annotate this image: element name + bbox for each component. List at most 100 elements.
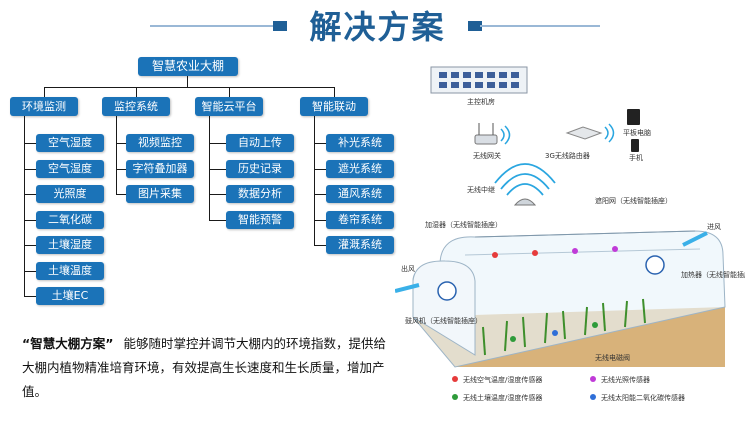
page-title: 解决方案 — [309, 8, 446, 46]
leaf-box: 卷帘系统 — [326, 210, 394, 229]
server-room-icon — [430, 66, 528, 94]
soil-sensor-dot — [510, 336, 516, 342]
light-sensor-dot — [612, 246, 618, 252]
label-humidifier: 加湿器（无线智能插座） — [425, 220, 502, 229]
leaf-box: 图片采集 — [126, 185, 194, 203]
leaf-box: 补光系统 — [326, 134, 394, 152]
connector-line — [334, 87, 335, 97]
connector-line — [116, 116, 117, 194]
connector-line — [314, 245, 326, 246]
connector-line — [24, 270, 36, 272]
connector-line — [314, 194, 326, 195]
label-shade: 遮阳网（无线智能插座） — [595, 196, 672, 205]
connector-line — [209, 143, 226, 144]
legend-swatch — [452, 394, 458, 400]
connector-line — [116, 168, 126, 170]
leaf-box: 土壤EC — [36, 287, 104, 305]
light-sensor-dot — [572, 248, 578, 254]
title-accent-right — [468, 21, 482, 31]
connector-line — [209, 219, 226, 221]
connector-line — [187, 76, 188, 87]
connector-line — [229, 87, 230, 97]
description-body: 能够随时掌控并调节大棚内的环境指数，提供给大棚内植物精准培育环境，有效提高生长速… — [22, 336, 386, 399]
legend-swatch — [590, 394, 596, 400]
category-box: 智能云平台 — [195, 97, 263, 116]
leaf-box: 土壤湿度 — [36, 236, 104, 254]
connector-line — [209, 168, 226, 170]
solution-description: “智慧大棚方案”能够随时掌控并调节大棚内的环境指数，提供给大棚内植物精准培育环境… — [22, 332, 392, 404]
leaf-box: 土壤温度 — [36, 261, 104, 280]
co2-sensor-dot — [552, 330, 558, 336]
category-box: 智能联动 — [300, 97, 368, 116]
label-heater: 加热器（无线智能插座） — [681, 270, 745, 279]
connector-line — [24, 194, 36, 195]
sensor-legend: 无线空气温度/湿度传感器 无线光照传感器 无线土壤温度/湿度传感器 无线太阳能二… — [452, 375, 685, 402]
leaf-box: 空气湿度 — [36, 134, 104, 152]
connector-line — [314, 116, 315, 245]
title-accent-left — [273, 21, 287, 31]
tablet-icon — [627, 109, 640, 125]
leaf-box: 遮光系统 — [326, 159, 394, 178]
soil-sensor-dot — [592, 322, 598, 328]
label-fan: 鼓风机（无线智能插座） — [405, 316, 482, 325]
leaf-box: 空气湿度 — [36, 159, 104, 178]
label-outwind: 出风 — [401, 264, 415, 273]
leaf-box: 智能预警 — [226, 210, 294, 229]
leaf-box: 灌溉系统 — [326, 236, 394, 254]
connector-line — [209, 194, 226, 195]
leaf-box: 历史记录 — [226, 159, 294, 178]
leaf-box: 视频监控 — [126, 134, 194, 152]
air-sensor-dot — [492, 252, 498, 258]
label-inwind: 进风 — [707, 223, 721, 231]
connector-line — [44, 87, 335, 88]
connector-line — [24, 116, 25, 296]
greenhouse-body — [412, 230, 726, 368]
label-server: 主控机房 — [467, 97, 495, 106]
legend-label: 无线太阳能二氧化碳传感器 — [601, 393, 685, 402]
category-box: 环境监测 — [10, 97, 78, 116]
leaf-box: 数据分析 — [226, 185, 294, 203]
router-icon — [565, 123, 615, 143]
label-phone: 手机 — [629, 153, 643, 162]
connector-line — [24, 296, 36, 297]
category-box: 监控系统 — [102, 97, 170, 116]
leaf-box: 二氧化碳 — [36, 210, 104, 229]
leaf-box: 字符叠加器 — [126, 159, 194, 178]
connector-line — [24, 143, 36, 144]
connector-line — [116, 143, 126, 144]
label-valve: 无线电磁阀 — [595, 353, 630, 362]
connector-line — [314, 143, 326, 144]
connector-line — [209, 116, 210, 220]
label-router: 3G无线路由器 — [545, 151, 590, 160]
leaf-box: 光照度 — [36, 185, 104, 203]
air-sensor-dot — [532, 250, 538, 256]
gateway-icon — [474, 123, 511, 145]
greenhouse-illustration: 主控机房 无线网关 3G无线路由器 平板电脑 手机 无线中继 — [395, 66, 745, 402]
title-rule-right — [480, 25, 600, 27]
connector-line — [136, 87, 137, 97]
description-lead: “智慧大棚方案” — [22, 336, 114, 351]
label-tablet: 平板电脑 — [623, 128, 651, 137]
connector-line — [24, 245, 36, 246]
legend-swatch — [452, 376, 458, 382]
legend-label: 无线土壤温度/湿度传感器 — [463, 393, 542, 402]
connector-line — [314, 219, 326, 221]
legend-label: 无线光照传感器 — [601, 375, 650, 384]
connector-line — [44, 87, 45, 97]
legend-swatch — [590, 376, 596, 382]
title-rule-left — [150, 25, 273, 27]
label-relay: 无线中继 — [467, 185, 495, 194]
leaf-box: 自动上传 — [226, 134, 294, 152]
leaf-box: 通风系统 — [326, 185, 394, 203]
relay-icon — [494, 163, 556, 206]
outwind-arrow-icon — [395, 283, 420, 293]
inwind-arrow-icon — [682, 231, 708, 247]
connector-line — [24, 219, 36, 221]
phone-icon — [631, 139, 639, 152]
title-bar: 解决方案 — [0, 0, 750, 52]
tree-root: 智慧农业大棚 — [138, 57, 238, 76]
label-gateway: 无线网关 — [473, 151, 501, 160]
connector-line — [116, 194, 126, 195]
connector-line — [24, 168, 36, 170]
legend-label: 无线空气温度/湿度传感器 — [463, 375, 542, 384]
